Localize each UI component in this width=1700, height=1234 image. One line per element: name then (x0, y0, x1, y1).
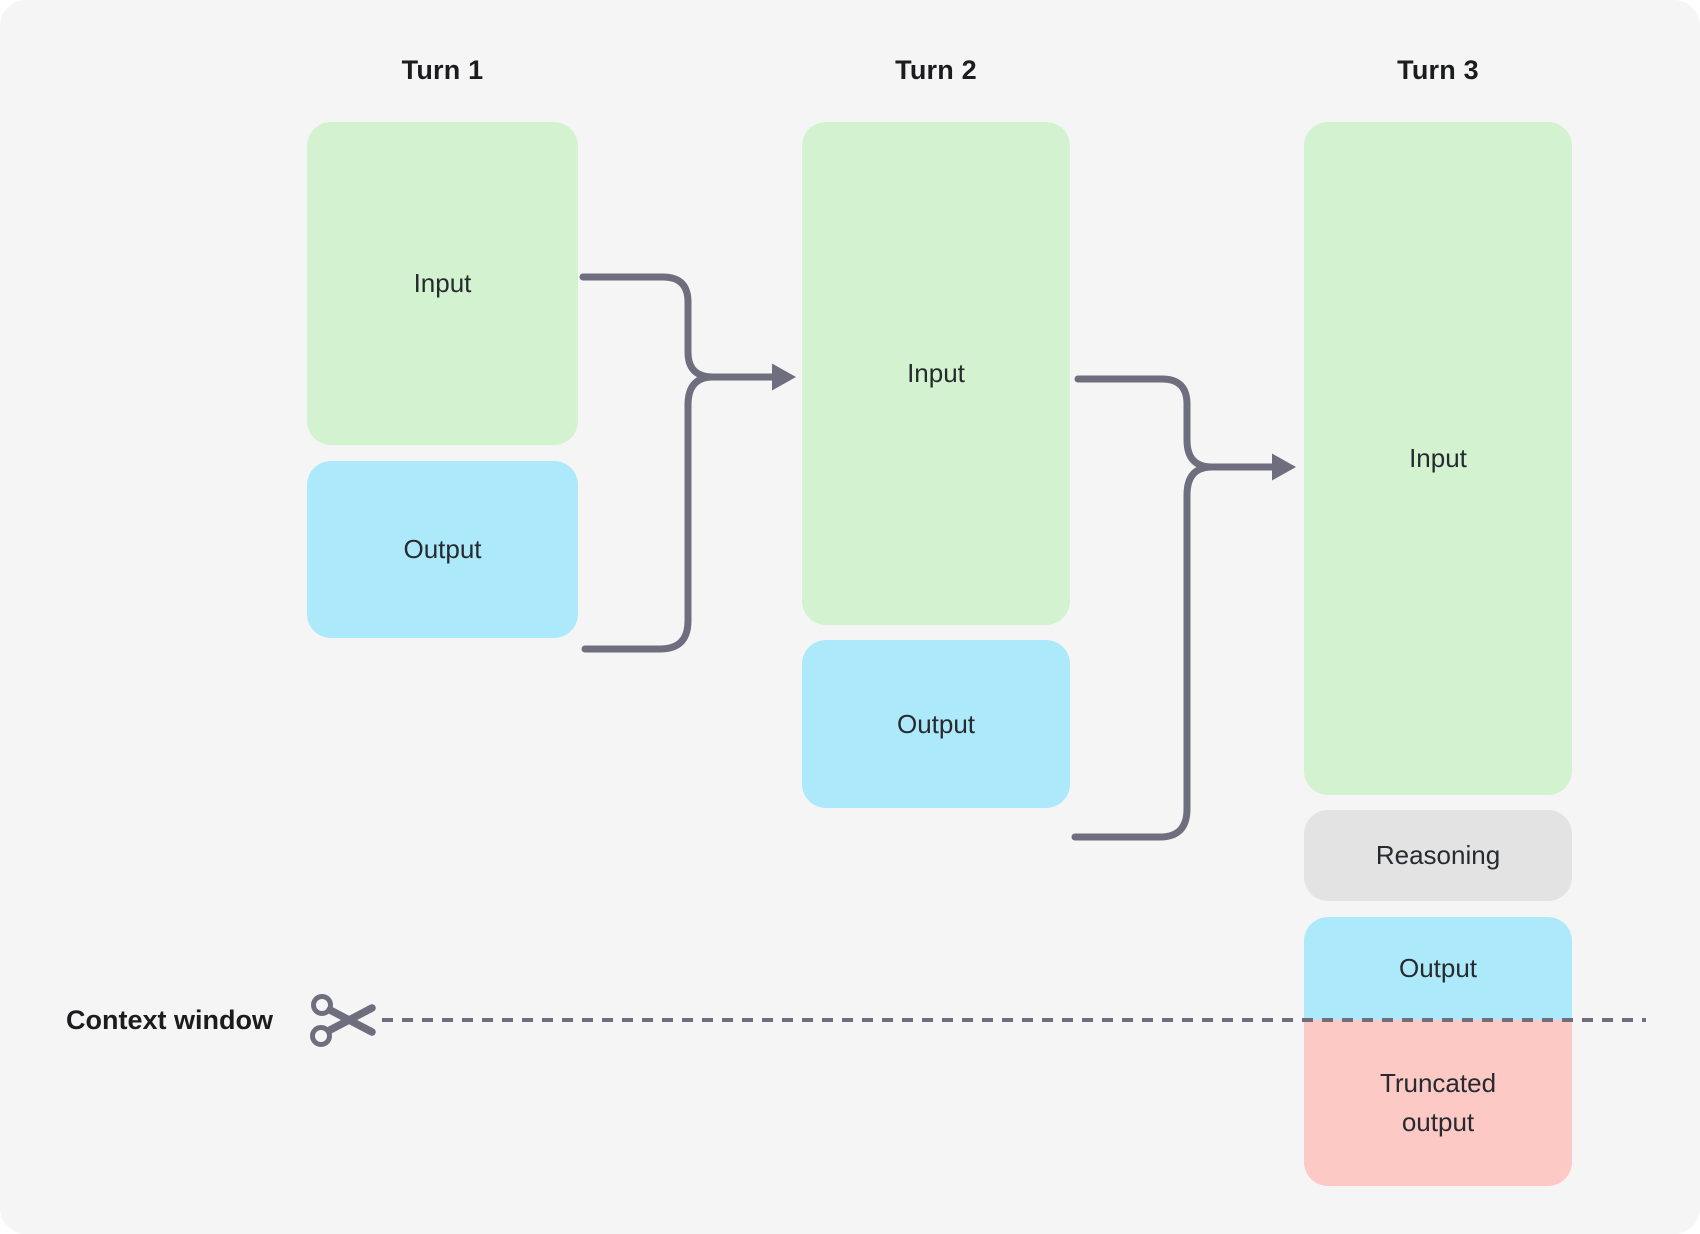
turn1-input-box: Input (307, 122, 578, 445)
turn2-input-box: Input (802, 122, 1070, 625)
turn3-output-box: Output (1304, 917, 1572, 1020)
turn3-input-box: Input (1304, 122, 1572, 795)
turn2-input-label: Input (907, 358, 965, 388)
turn1-output-box: Output (307, 461, 578, 638)
turn3-reasoning-box: Reasoning (1304, 810, 1572, 901)
turn3-output-label: Output (1398, 953, 1478, 983)
turn3-heading: Turn 3 (1397, 55, 1479, 85)
turn2-heading: Turn 2 (895, 55, 977, 85)
turn2-output-label: Output (896, 708, 976, 739)
turn1-input-label: Input (413, 268, 472, 298)
turn2-output-box: Output (802, 640, 1070, 808)
context-window-label: Context window (66, 1005, 273, 1035)
turn3-truncated-output-label: Truncated output (1379, 1068, 1497, 1137)
turn3-reasoning-label: Reasoning (1375, 840, 1501, 870)
turn1-output-label: Output (403, 534, 482, 564)
turn3-input-label: Input (1409, 443, 1467, 473)
turn1-heading: Turn 1 (401, 55, 484, 85)
turn3-truncated-output-box: Truncated output (1304, 1020, 1572, 1186)
